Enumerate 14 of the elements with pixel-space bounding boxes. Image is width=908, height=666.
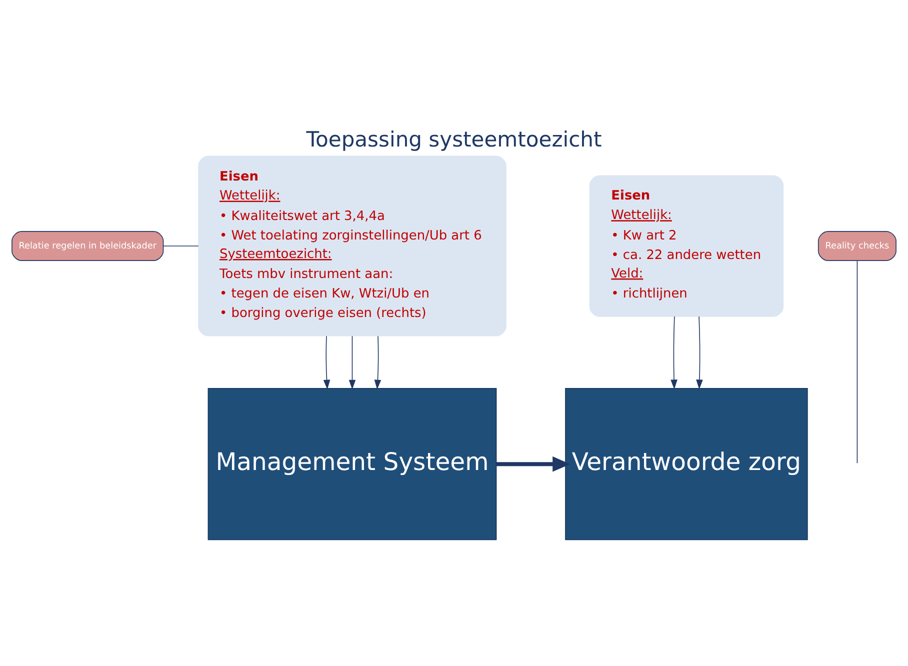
node-box: Reality checks: [818, 231, 896, 261]
arrow: [348, 336, 356, 390]
node-box: Verantwoorde zorg: [565, 388, 808, 540]
arrow: [496, 456, 570, 472]
connector: [856, 260, 858, 464]
arrow: [323, 336, 330, 390]
node-box: Eisen Wettelijk: • Kw art 2 • ca. 22 andere wetten Veld: • richtlijnen: [589, 175, 784, 317]
node-box: Eisen Wettelijk: • Kwaliteitswet art 3,4,4a • Wet toelating zorginstellingen/Ub art 6 Systeemtoezicht: Toets mbv instrument aan: • tegen de eisen Kw, Wtzi/Ub en • borging overige eisen (rechts): [198, 156, 506, 336]
arrow: [696, 316, 703, 390]
node-box: Relatie regelen in beleidskader: [12, 231, 164, 261]
diagram-title: Toepassing systeemtoezicht: [306, 126, 602, 152]
node-box: Management Systeem: [208, 388, 497, 540]
arrow: [374, 336, 382, 390]
arrow: [670, 316, 678, 390]
